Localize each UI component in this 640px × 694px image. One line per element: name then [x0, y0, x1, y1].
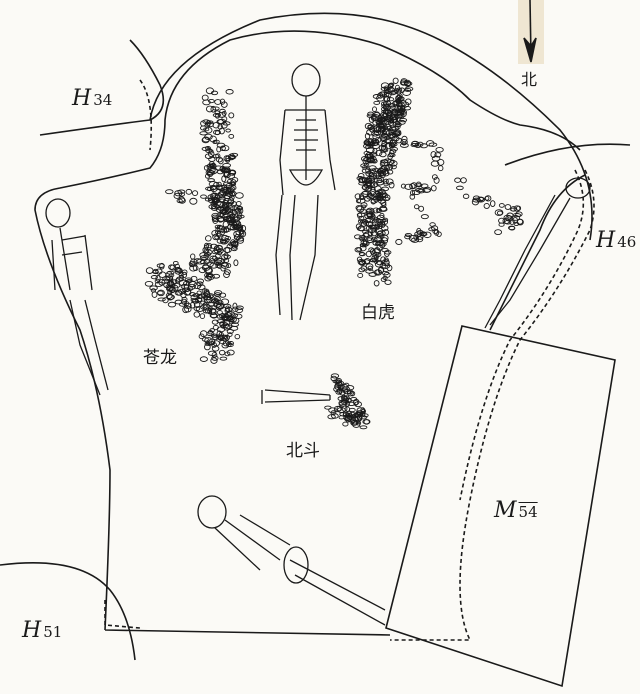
label-dragon: 苍龙 — [143, 348, 177, 368]
pit-h51-outline — [0, 562, 136, 661]
label-tiger: 白虎 — [361, 303, 395, 323]
tiger-limbs — [395, 135, 445, 245]
skeleton-right — [484, 177, 591, 329]
skeleton-left — [45, 198, 109, 396]
h51-number: 51 — [43, 623, 63, 641]
north-arrow-icon — [523, 0, 537, 63]
h34-letter: H — [72, 86, 92, 111]
tomb-m54-outline — [385, 325, 616, 688]
h51-letter: H — [22, 618, 42, 643]
outer-boundary — [149, 12, 593, 241]
m54-letter: M — [494, 498, 517, 523]
north-label: 北 — [521, 70, 538, 89]
tomb-m45-outline — [34, 30, 581, 636]
m54-number: 54 — [518, 503, 538, 521]
dragon-shell-mosaic — [145, 87, 247, 364]
dragon-limbs — [144, 188, 247, 287]
skeleton-bottom — [197, 495, 386, 626]
scattered-shells-right — [454, 177, 524, 236]
h34-number: 34 — [93, 91, 113, 109]
skeleton-center — [275, 63, 336, 321]
h46-number: 46 — [617, 233, 637, 251]
dipper-bones — [261, 389, 331, 404]
tiger-shell-mosaic — [354, 77, 414, 287]
dipper-shell-triangle — [324, 373, 371, 430]
dashed-boundary-right — [390, 169, 595, 641]
pit-h34-outline — [39, 39, 165, 136]
pit-h46-outline — [504, 143, 631, 166]
h46-letter: H — [596, 228, 616, 253]
label-dipper: 北斗 — [286, 441, 320, 461]
dashed-boundary-right-2 — [459, 169, 585, 501]
tomb-inner-curve — [489, 174, 586, 331]
dashed-boundary-left — [104, 79, 153, 629]
